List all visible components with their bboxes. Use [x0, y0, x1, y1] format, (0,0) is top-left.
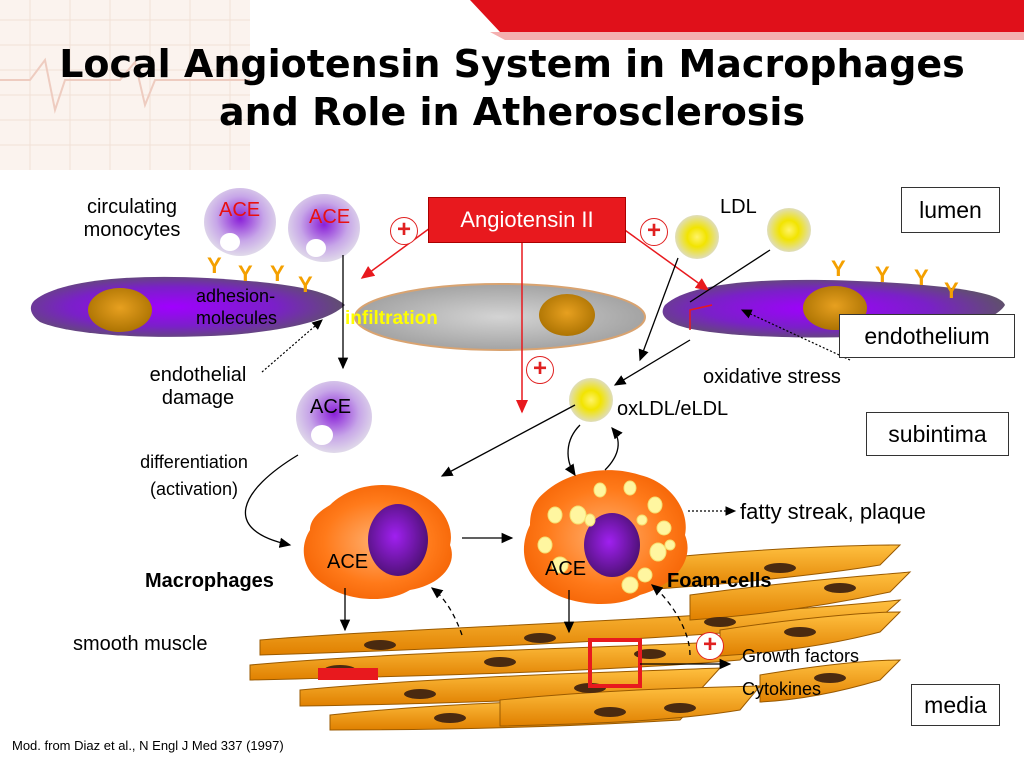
background-decoration [0, 0, 1024, 170]
ace-label-macrophage: ACE [327, 551, 369, 573]
plus-sign-center: + [526, 356, 554, 384]
adhesion-y-3: Y [270, 261, 285, 286]
adhesion-y-6: Y [875, 262, 890, 287]
arrow-ldl1-down [638, 257, 679, 362]
layer-media: media [911, 684, 1000, 726]
label-endothelial-damage: endothelial damage [149, 364, 247, 409]
arrow-to-oxldl [613, 339, 691, 386]
arrow-foam-to-oxldl [604, 427, 623, 471]
layer-subintima: subintima [866, 412, 1009, 456]
plus-sign-right: + [640, 218, 668, 246]
label-smooth-muscle: smooth muscle [73, 633, 208, 655]
label-adhesion-molecules: adhesion- molecules [196, 286, 278, 328]
ace-label-monocyte-1: ACE [219, 199, 261, 221]
arrow-ldl2-line [689, 249, 771, 303]
layer-endothelium: endothelium [839, 314, 1015, 358]
arrow-oxldl-to-foam-left [564, 424, 581, 477]
dashed-arrow-smc-macrophage [430, 587, 463, 636]
ace-label-foam-cell: ACE [545, 558, 587, 580]
label-foam-cells: Foam-cells [667, 570, 772, 592]
label-infiltration: infiltration [345, 308, 438, 329]
label-oxldl: oxLDL/eLDL [617, 398, 729, 420]
label-oxidative-stress: oxidative stress [703, 366, 841, 388]
adhesion-y-1: Y [207, 253, 222, 278]
foam-cell [523, 470, 688, 605]
highlight-box-right [588, 638, 642, 688]
infiltration-cell [354, 283, 646, 351]
highlight-bar-left [318, 668, 378, 680]
arrow-ang-left [360, 227, 431, 279]
ldl-particle-1 [675, 215, 719, 259]
label-differentiation: differentiation (activation) [140, 452, 248, 499]
endothelial-cell-left [30, 276, 345, 337]
layer-lumen: lumen [901, 187, 1000, 233]
label-ldl: LDL [720, 196, 757, 218]
red-bracket [689, 304, 713, 330]
ldl-particle-2 [767, 208, 811, 252]
dotted-arrow-adhesion [261, 319, 323, 373]
page-title: Local Angiotensin System in Macrophages … [0, 40, 1024, 136]
title-line-2: and Role in Atherosclerosis [218, 90, 806, 134]
plus-sign-bottom: + [696, 632, 724, 660]
monocyte-3 [296, 381, 372, 453]
ace-label-monocyte-2: ACE [309, 206, 351, 228]
oxldl-particle [569, 378, 613, 422]
label-circulating-monocytes: circulating monocytes [83, 196, 181, 241]
label-fatty-streak: fatty streak, plaque [740, 499, 926, 524]
arrow-differentiation [244, 454, 299, 548]
label-cytokines: Cytokines [742, 679, 822, 699]
plus-sign-left: + [390, 217, 418, 245]
arrow-oxldl-to-macrophage [440, 404, 576, 477]
adhesion-y-8: Y [944, 278, 959, 303]
monocyte-1 [204, 188, 276, 256]
title-line-1: Local Angiotensin System in Macrophages [59, 42, 965, 86]
angiotensin-ii-box: Angiotensin II [428, 197, 626, 243]
ace-label-monocyte-3: ACE [310, 396, 352, 418]
adhesion-y-5: Y [831, 256, 846, 281]
label-growth-factors: Growth factors [742, 646, 860, 666]
adhesion-y-4: Y [298, 272, 313, 297]
arrow-ang-right [621, 227, 710, 291]
label-macrophages: Macrophages [145, 570, 274, 592]
smooth-muscle-layer [249, 544, 912, 731]
adhesion-y-7: Y [914, 265, 929, 290]
footnote: Mod. from Diaz et al., N Engl J Med 337 … [12, 738, 284, 753]
dashed-arrow-smc-foam [651, 584, 691, 656]
adhesion-y-2: Y [238, 261, 253, 286]
monocyte-2 [288, 194, 360, 262]
macrophage [303, 485, 452, 600]
